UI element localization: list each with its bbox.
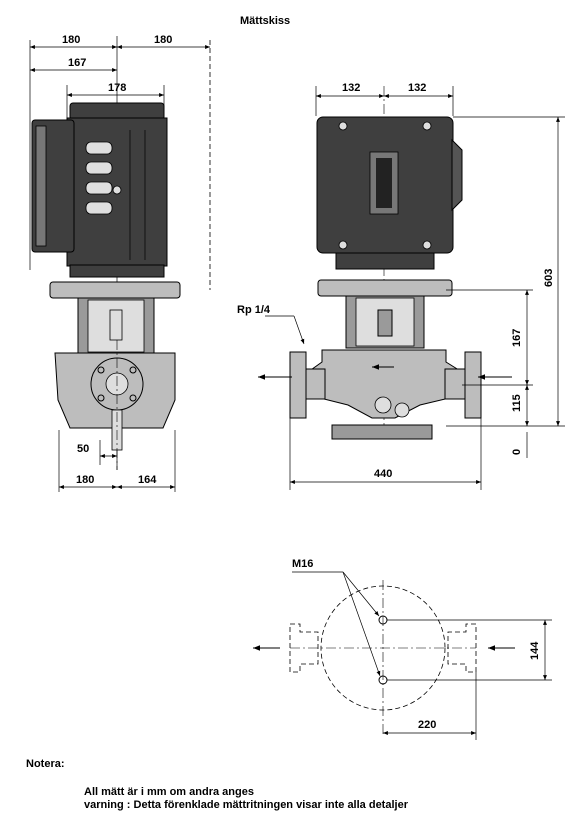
dim-front-lower-height: 115 <box>511 394 523 412</box>
dim-side-top-right: 180 <box>154 34 172 46</box>
dim-base-horizontal: 220 <box>418 719 436 731</box>
dim-base-vertical: 144 <box>529 641 541 660</box>
dim-front-top-left: 132 <box>342 82 360 94</box>
dim-side-flange-offset: 167 <box>68 57 86 69</box>
dim-front-top-right: 132 <box>408 82 426 94</box>
notes-line-1: All mätt är i mm om andra anges <box>84 786 254 798</box>
dim-side-motor-width: 178 <box>108 82 126 94</box>
dim-side-bottom-left: 180 <box>76 474 94 486</box>
dim-front-base-zero: 0 <box>511 449 523 455</box>
notes-heading: Notera: <box>26 758 65 770</box>
dim-front-length: 440 <box>374 468 392 480</box>
dim-front-upper-height: 167 <box>511 329 523 347</box>
dim-front-total-height: 603 <box>543 269 555 287</box>
dim-side-outlet-offset: 50 <box>77 443 89 455</box>
side-view: 180 180 167 178 <box>29 34 211 492</box>
front-view: 132 132 Rp 1/4 <box>237 82 565 490</box>
notes-line-2: varning : Detta förenklade mättritningen… <box>84 799 408 811</box>
port-label: Rp 1/4 <box>237 304 271 316</box>
bolt-label: M16 <box>292 558 313 570</box>
dim-side-top-left: 180 <box>62 34 80 46</box>
drawing-title: Mättskiss <box>240 15 290 27</box>
base-view: M16 144 220 <box>253 558 552 740</box>
dim-side-bottom-right: 164 <box>138 474 157 486</box>
